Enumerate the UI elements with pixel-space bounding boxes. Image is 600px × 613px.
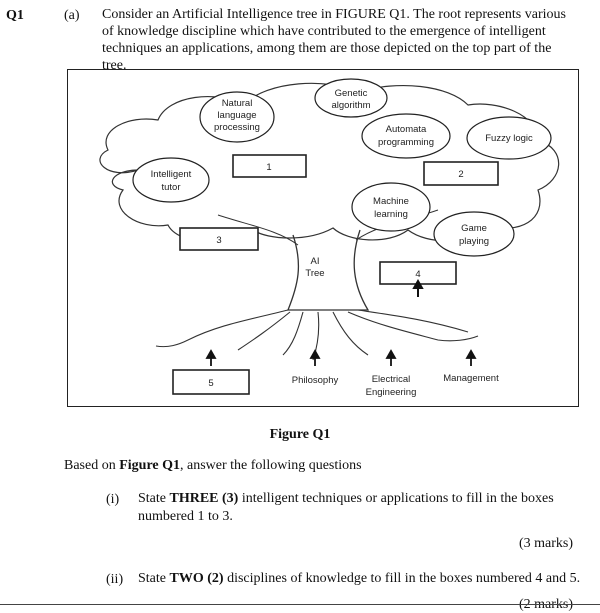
genetic-label-2: algorithm: [331, 100, 370, 111]
instruction-suffix: , answer the following questions: [180, 458, 362, 473]
item-i-marks: (3 marks): [518, 536, 573, 551]
machine-learning-bubble: [351, 182, 431, 232]
ai-tree-label-1: AI: [311, 256, 320, 267]
natural-language-label-1: Natural: [222, 98, 253, 109]
tree-trunk: [287, 229, 370, 311]
item-i-text: State THREE (3) intelligent techniques o…: [138, 490, 578, 526]
item-i-pre: State: [138, 491, 170, 506]
intelligent-tutor-bubble: [132, 157, 210, 203]
philosophy-label: Philosophy: [292, 375, 339, 386]
item-i-bold: THREE (3): [169, 491, 239, 506]
arrow-up-icon: [309, 349, 321, 366]
instruction-prefix: Based on: [64, 458, 120, 473]
item-ii-number: (ii): [106, 572, 124, 587]
answer-box-1: [232, 154, 307, 178]
item-ii-pre: State: [138, 571, 170, 586]
item-ii-bold: TWO (2): [169, 571, 224, 586]
natural-language-label-2: language: [217, 110, 256, 121]
management-label: Management: [443, 373, 499, 384]
machine-learning-label-2: learning: [374, 209, 408, 220]
page-divider: [0, 604, 600, 605]
answer-box-4-label: 4: [415, 269, 420, 280]
answer-box-5-label: 5: [208, 378, 213, 389]
automata-programming-bubble: [361, 113, 451, 159]
genetic-label-1: Genetic: [335, 88, 368, 99]
natural-language-bubble: [199, 91, 275, 143]
item-i-post: intelligent techniques or applications t…: [138, 491, 554, 524]
answer-box-3-label: 3: [216, 235, 221, 246]
instruction-line: Based on Figure Q1, answer the following…: [64, 458, 362, 474]
natural-language-label-3: processing: [214, 122, 260, 133]
arrow-up-icon: [465, 349, 477, 366]
tree-roots: [155, 309, 479, 361]
arrow-up-icon: [205, 349, 217, 366]
answer-box-5: [172, 369, 250, 395]
tree-branch-left: [217, 214, 299, 246]
answer-box-2-label: 2: [458, 169, 463, 180]
answer-box-2: [423, 161, 499, 186]
game-label-1: Game: [461, 223, 487, 234]
figure-q1: Natural language processing Genetic algo…: [67, 69, 579, 407]
tutor-label-1: Intelligent: [151, 169, 192, 180]
fuzzy-logic-bubble: [466, 116, 552, 160]
game-label-2: playing: [459, 236, 489, 247]
question-number: Q1: [6, 8, 24, 23]
arrow-up-icon: [412, 278, 424, 297]
item-ii-marks: (2 marks): [518, 597, 573, 612]
item-ii-post: disciplines of knowledge to fill in the …: [223, 571, 581, 586]
instruction-figure-ref: Figure Q1: [119, 458, 181, 473]
electrical-label-1: Electrical: [372, 374, 411, 385]
item-i-number: (i): [106, 492, 120, 507]
question-intro: Consider an Artificial Intelligence tree…: [102, 7, 566, 73]
automata-label-2: programming: [378, 137, 434, 148]
item-ii-text: State TWO (2) disciplines of knowledge t…: [138, 570, 588, 588]
fuzzy-label: Fuzzy logic: [485, 133, 533, 144]
electrical-label-2: Engineering: [366, 387, 417, 398]
question-part: (a): [64, 8, 80, 23]
game-playing-bubble: [433, 211, 515, 257]
figure-caption: Figure Q1: [269, 427, 331, 442]
arrow-up-icon: [385, 349, 397, 366]
answer-box-1-label: 1: [266, 162, 271, 173]
ai-tree-label-2: Tree: [305, 268, 324, 279]
answer-box-3: [179, 227, 259, 251]
machine-learning-label-1: Machine: [373, 196, 409, 207]
automata-label-1: Automata: [386, 124, 427, 135]
tutor-label-2: tutor: [161, 182, 180, 193]
ai-tree-illustration: Natural language processing Genetic algo…: [99, 78, 560, 398]
genetic-algorithm-bubble: [314, 78, 388, 118]
